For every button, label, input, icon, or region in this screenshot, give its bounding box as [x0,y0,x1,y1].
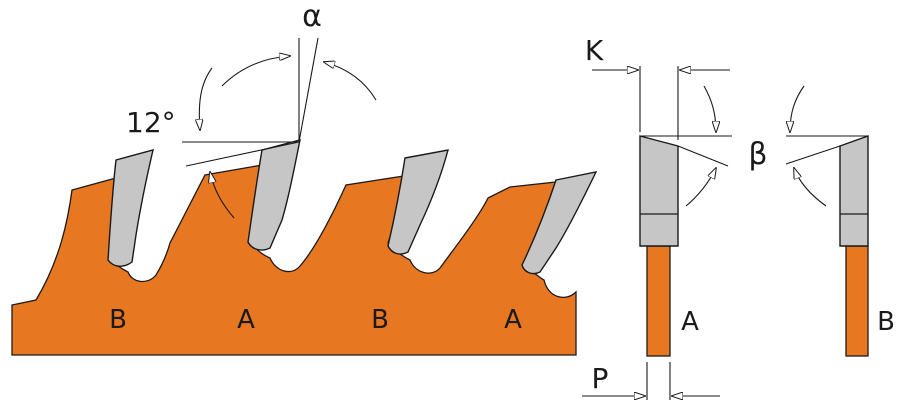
beta-a-slope-line [677,145,729,167]
tooth-4 [521,171,598,275]
cross-section-a: K β P A [582,34,768,400]
tooth-2 [247,139,301,251]
section-a-tooth [639,135,679,247]
blade-profile: B A B A α 12° [11,0,598,356]
alpha-arrow-left [221,56,290,87]
cross-section-b: B [785,85,895,357]
section-b-label: B [877,307,895,337]
tooth-label-1: B [109,305,127,335]
beta-b-arrow-top [790,85,805,132]
tooth-3 [387,149,449,255]
beta-a-arrow-bottom [685,168,716,207]
section-a-body [646,245,671,357]
p-label: P [592,362,609,395]
blade-body [11,164,577,356]
tooth-1 [107,149,154,267]
tooth-label-3: B [371,305,389,335]
k-label: K [585,34,604,67]
alpha-arrow-right [324,62,377,101]
clearance-arrow-bottom [210,172,235,219]
alpha-face-line [298,37,319,143]
section-a-label: A [681,307,699,337]
beta-b-slope-line [785,145,841,165]
alpha-label: α [302,0,322,34]
section-b-tooth [839,135,869,247]
tooth-label-4: A [504,305,522,335]
beta-label: β [748,137,767,172]
clearance-top-line [185,141,300,167]
clearance-angle-label: 12° [126,106,176,139]
section-b-body [845,245,869,357]
clearance-arrow-top [199,67,213,130]
tooth-label-2: A [237,305,255,335]
beta-a-arrow-top [703,85,716,132]
beta-b-arrow-bottom [794,168,827,207]
